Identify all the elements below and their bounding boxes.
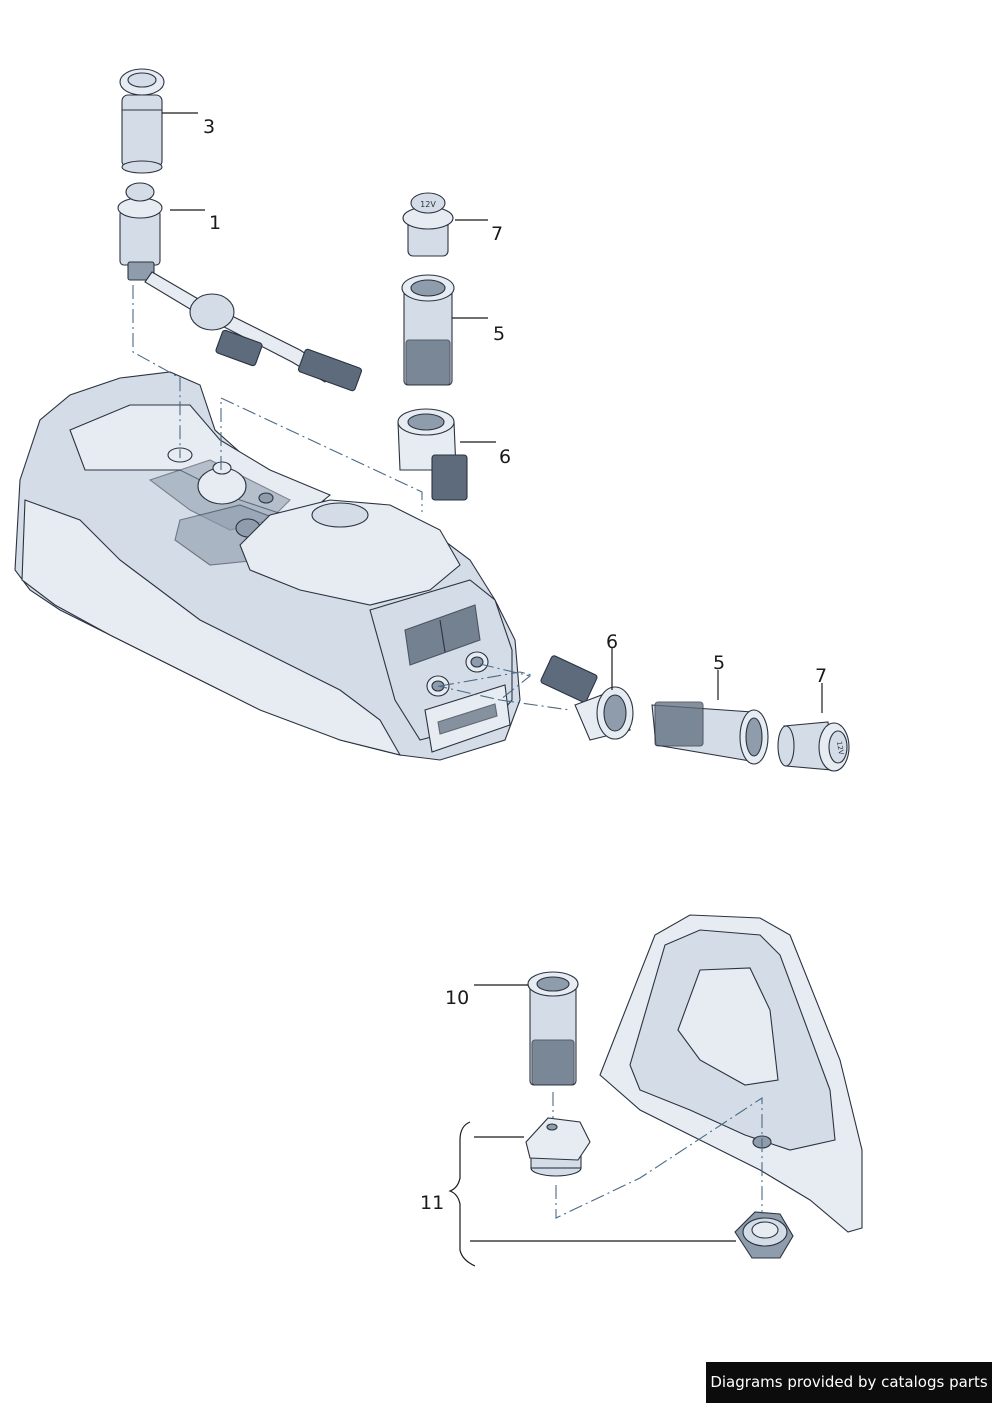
part-3-cigarette-lighter xyxy=(119,68,165,174)
callout-labels: 3 1 7 5 6 6 5 7 10 11 xyxy=(203,116,827,1214)
socket-cap-text-rear: 12V xyxy=(835,741,845,756)
part-11-nut xyxy=(734,1211,794,1259)
callout-7-rear: 7 xyxy=(815,665,827,687)
socket-cap-text-top: 12V xyxy=(420,200,436,209)
part-6-top-housing xyxy=(397,408,468,501)
part-1-socket-with-harness xyxy=(117,182,362,392)
part-11-mounting-cap xyxy=(525,1117,591,1177)
center-console xyxy=(14,371,521,761)
part-7-rear-cap: 12V xyxy=(777,721,850,772)
credit-banner: Diagrams provided by catalogs parts xyxy=(706,1362,992,1403)
part-7-top-cap: 12V xyxy=(402,192,454,257)
callout-10: 10 xyxy=(445,987,469,1009)
callout-7-top: 7 xyxy=(491,223,503,245)
callout-5-rear: 5 xyxy=(713,652,725,674)
leader-lines xyxy=(162,112,823,1267)
part-10-socket xyxy=(527,971,579,1086)
part-5-top-socket xyxy=(401,274,455,386)
callout-1: 1 xyxy=(209,212,221,234)
part-5-rear-socket xyxy=(651,701,769,765)
callout-3: 3 xyxy=(203,116,215,138)
callout-11: 11 xyxy=(420,1192,444,1214)
callout-6-rear: 6 xyxy=(606,631,618,653)
luggage-side-panel xyxy=(599,914,863,1233)
callout-6-top: 6 xyxy=(499,446,511,468)
assembly-lines xyxy=(132,285,763,1219)
callout-5-top: 5 xyxy=(493,323,505,345)
part-6-rear-housing xyxy=(540,655,634,741)
